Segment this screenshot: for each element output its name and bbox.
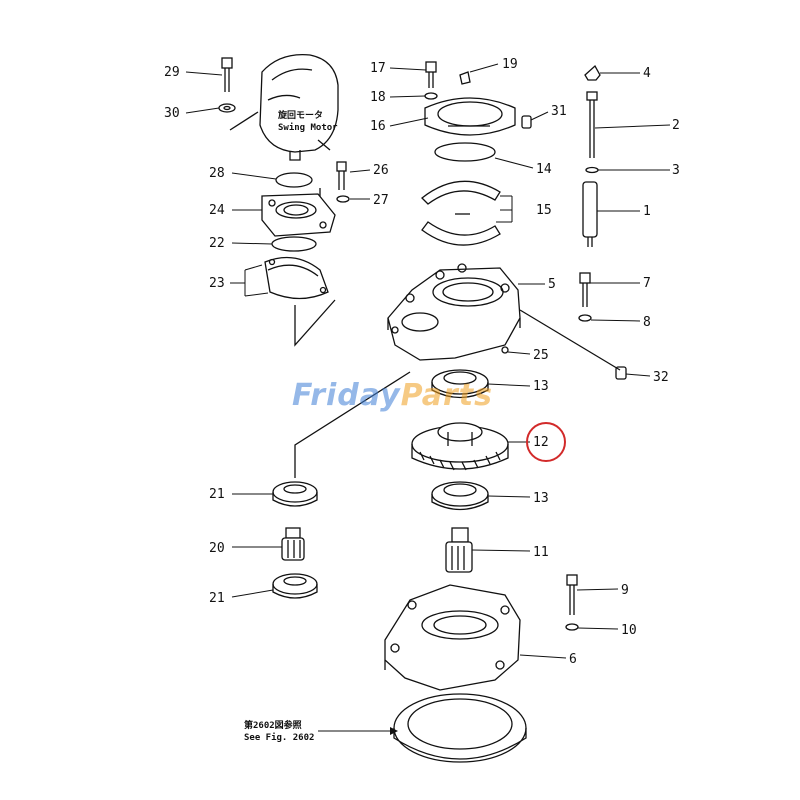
callout-28: 28 bbox=[209, 166, 225, 181]
callout-29: 29 bbox=[164, 65, 180, 80]
callout-13-lower: 13 bbox=[533, 491, 549, 506]
bolt-26-shape bbox=[336, 161, 347, 190]
see-fig-note-jp: 第2602図参照 bbox=[244, 719, 302, 731]
bolt-17-shape bbox=[425, 61, 437, 88]
callout-25: 25 bbox=[533, 348, 549, 363]
watermark: FridayParts bbox=[292, 378, 493, 413]
seal-28-shape bbox=[275, 172, 313, 188]
half-rings-15-shape bbox=[421, 180, 501, 246]
callout-9: 9 bbox=[621, 583, 629, 598]
callout-32: 32 bbox=[653, 370, 669, 385]
callout-17: 17 bbox=[370, 61, 386, 76]
plug-32-shape bbox=[615, 366, 627, 380]
callout-2: 2 bbox=[672, 118, 680, 133]
cover-16-shape bbox=[424, 97, 516, 136]
oring-22-shape bbox=[271, 236, 317, 252]
plug-31-shape bbox=[521, 115, 532, 129]
callout-21-upper: 21 bbox=[209, 487, 225, 502]
callout-5: 5 bbox=[548, 277, 556, 292]
washer-10-shape bbox=[565, 623, 579, 631]
swing-motor-note-jp: 旋回モータ bbox=[277, 109, 323, 121]
callout-7: 7 bbox=[643, 276, 651, 291]
pipe-1-shape bbox=[582, 181, 598, 247]
housing-6-shape bbox=[384, 584, 521, 691]
plug-19-shape bbox=[459, 71, 471, 85]
callout-3: 3 bbox=[672, 163, 680, 178]
callout-19: 19 bbox=[502, 57, 518, 72]
arrow-head bbox=[390, 727, 398, 735]
bearing-13-upper-shape bbox=[431, 369, 489, 399]
callout-24: 24 bbox=[209, 203, 225, 218]
highlight-circle-12 bbox=[526, 422, 566, 462]
callout-8: 8 bbox=[643, 315, 651, 330]
callout-22: 22 bbox=[209, 236, 225, 251]
callout-30: 30 bbox=[164, 106, 180, 121]
pinion-20-shape bbox=[281, 527, 305, 561]
callout-6: 6 bbox=[569, 652, 577, 667]
pin-25-shape bbox=[501, 346, 509, 354]
callout-18: 18 bbox=[370, 90, 386, 105]
ring-gear-shape bbox=[393, 693, 527, 763]
callout-16: 16 bbox=[370, 119, 386, 134]
bearing-13-lower-shape bbox=[431, 481, 489, 511]
bearing-21-lower-shape bbox=[272, 573, 318, 599]
washer-30-shape bbox=[218, 103, 236, 113]
washer-8-shape bbox=[578, 314, 592, 322]
callout-27: 27 bbox=[373, 193, 389, 208]
bolt-9-shape bbox=[566, 574, 578, 615]
oring-3-shape bbox=[585, 166, 599, 174]
callout-15: 15 bbox=[536, 203, 552, 218]
oring-14-shape bbox=[434, 142, 496, 162]
bolt-7-shape bbox=[579, 272, 591, 307]
see-fig-note-en: See Fig. 2602 bbox=[244, 732, 314, 743]
callout-13-upper: 13 bbox=[533, 379, 549, 394]
flange-24-shape bbox=[261, 193, 336, 237]
callout-11: 11 bbox=[533, 545, 549, 560]
callout-20: 20 bbox=[209, 541, 225, 556]
breather-4-shape bbox=[584, 64, 601, 101]
washer-27-shape bbox=[336, 195, 350, 203]
callout-26: 26 bbox=[373, 163, 389, 178]
callout-12: 12 bbox=[533, 435, 549, 450]
callout-4: 4 bbox=[643, 66, 651, 81]
callout-14: 14 bbox=[536, 162, 552, 177]
callout-23: 23 bbox=[209, 276, 225, 291]
swing-motor-note-en: Swing Motor bbox=[278, 122, 338, 133]
callout-10: 10 bbox=[621, 623, 637, 638]
callout-21-lower: 21 bbox=[209, 591, 225, 606]
tube-2-shape bbox=[589, 100, 595, 158]
housing-5-shape bbox=[387, 263, 521, 361]
leader-lines bbox=[185, 63, 671, 732]
shaft-11-shape bbox=[445, 527, 473, 573]
washer-18-shape bbox=[424, 92, 438, 100]
swing-motor-shape bbox=[259, 53, 339, 161]
shims-23-shape bbox=[264, 256, 329, 300]
callout-31: 31 bbox=[551, 104, 567, 119]
bolt-29-shape bbox=[221, 57, 233, 92]
watermark-part2: Parts bbox=[400, 378, 493, 413]
callout-1: 1 bbox=[643, 204, 651, 219]
gear-12-shape bbox=[411, 422, 509, 471]
watermark-part1: Friday bbox=[292, 378, 401, 413]
bearing-21-upper-shape bbox=[272, 481, 318, 507]
